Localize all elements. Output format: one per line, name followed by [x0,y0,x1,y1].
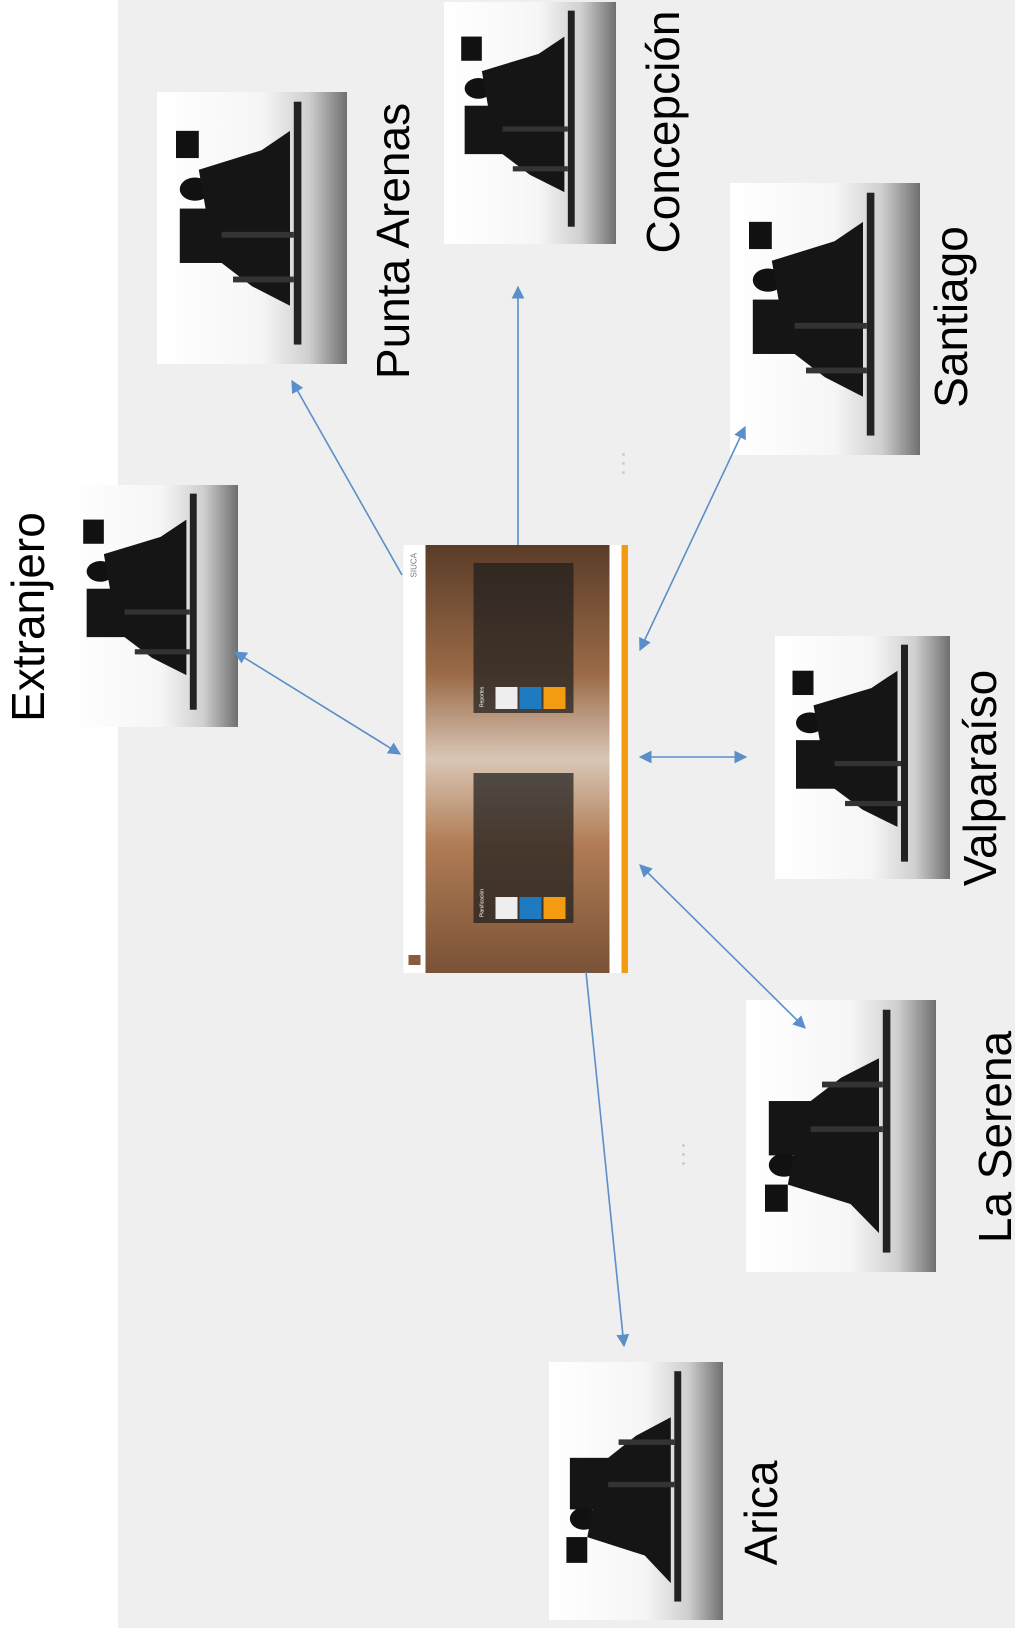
office-photo-la-serena [746,1000,936,1272]
arrow-punta-arenas [291,379,403,576]
arrow-extranjero [233,651,402,755]
office-meeting-photo-icon [461,10,575,227]
office-meeting-photo-icon [749,192,875,436]
office-photo-concepcion [444,2,616,244]
arrow-arica [585,971,630,1348]
office-meeting-photo-icon [176,101,302,345]
office-photo-valparaiso [775,636,950,879]
city-label-concepcion: Concepción [637,10,689,254]
office-photo-arica [549,1362,723,1620]
city-label-la-serena: La Serena [969,1030,1020,1244]
office-meeting-photo-icon [566,1371,682,1602]
ellipsis-top: ... [615,451,641,478]
city-label-extranjero: Extranjero [2,512,54,722]
office-photo-santiago [730,183,920,455]
arrow-santiago [639,425,746,652]
city-label-punta-arenas: Punta Arenas [367,102,419,380]
office-meeting-photo-icon [83,493,197,710]
office-photo-extranjero [66,485,238,727]
office-meeting-photo-icon [792,644,908,862]
city-label-valparaiso: Valparaíso [954,669,1006,887]
ellipsis-bottom: ... [675,1142,701,1169]
office-meeting-photo-icon [765,1009,891,1253]
arrow-la-serena [639,864,806,1029]
office-photo-punta-arenas [157,92,347,364]
city-label-santiago: Santiago [925,226,977,408]
city-label-arica: Arica [735,1460,787,1566]
